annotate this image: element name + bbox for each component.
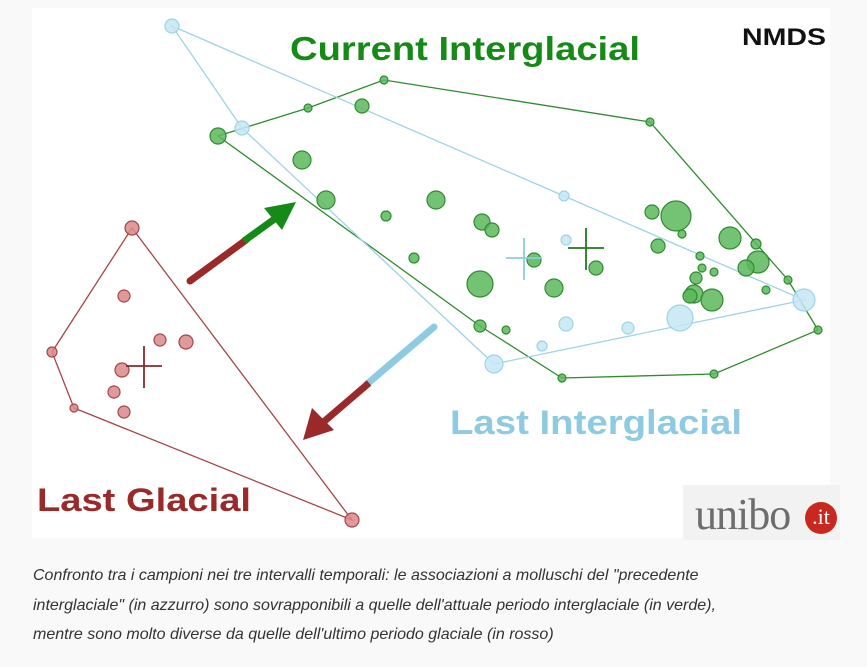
point-last-glacial [46,346,58,358]
arrow-head-icon [303,408,334,440]
logo-suffix: .it [805,502,837,534]
arrow-glacial-to-current-tail [186,236,250,285]
label-last-interglacial: Last Interglacial [450,404,742,442]
point-current-interglacial [292,150,312,170]
point-last-interglacial [558,316,574,332]
point-current-interglacial [750,238,762,250]
point-current-interglacial [303,103,313,113]
point-current-interglacial [354,98,370,114]
point-current-interglacial [709,267,719,277]
point-last-glacial [69,403,79,413]
point-current-interglacial [526,252,542,268]
point-last-interglacial [234,120,250,136]
point-last-glacial [153,333,167,347]
point-last-interglacial [484,354,504,374]
point-current-interglacial [761,285,771,295]
point-current-interglacial [466,270,494,298]
centroid-cross-last-glacial [126,346,162,388]
point-last-glacial [107,385,121,399]
point-current-interglacial [697,263,707,273]
point-last-glacial [124,220,140,236]
point-last-interglacial [558,190,570,202]
point-last-glacial [178,334,194,350]
point-current-interglacial [426,190,446,210]
point-current-interglacial [484,222,500,238]
centroid-cross-current-interglacial [568,228,604,270]
point-last-interglacial [560,234,572,246]
point-last-interglacial [792,288,816,312]
point-current-interglacial [689,271,703,285]
label-current-interglacial: Current Interglacial [290,30,640,67]
point-current-interglacial [316,190,336,210]
figure-caption: Confronto tra i campioni nei tre interva… [33,561,833,650]
point-current-interglacial [700,288,724,312]
logo-text: unibo [695,490,791,539]
point-current-interglacial [501,325,511,335]
point-last-interglacial [666,304,694,332]
unibo-logo: unibo .it [683,485,840,540]
point-current-interglacial [588,260,604,276]
arrow-interglacial-to-glacial-shaft [317,380,372,428]
point-current-interglacial [718,226,742,250]
caption-line: mentre sono molto diverse da quelle dell… [33,626,554,643]
point-last-glacial [117,289,131,303]
arrow-interglacial-to-glacial-tail [363,323,438,388]
point-current-interglacial [737,259,755,277]
point-last-interglacial [621,321,635,335]
point-current-interglacial [380,210,392,222]
point-current-interglacial [677,229,687,239]
label-last-glacial: Last Glacial [37,482,251,518]
point-current-interglacial [544,278,564,298]
point-last-glacial [117,405,131,419]
arrow-head-icon [264,202,296,230]
point-current-interglacial [645,117,655,127]
point-last-glacial [344,512,360,528]
point-current-interglacial [379,75,389,85]
point-last-interglacial [164,18,180,34]
point-current-interglacial [660,200,692,232]
point-current-interglacial [408,252,420,264]
point-current-interglacial [473,319,487,333]
point-current-interglacial [644,204,660,220]
point-current-interglacial [709,369,719,379]
nmds-plot: Current Interglacial NMDS Last Interglac… [37,18,826,528]
point-current-interglacial [783,275,793,285]
point-last-glacial [114,362,130,378]
label-nmds: NMDS [742,24,826,51]
centroid-cross-last-interglacial [506,238,542,280]
point-current-interglacial [209,127,227,145]
point-current-interglacial [557,373,567,383]
point-current-interglacial [650,238,666,254]
point-current-interglacial [682,288,698,304]
point-current-interglacial [695,251,705,261]
hull-last-interglacial [170,24,807,365]
point-current-interglacial [813,325,823,335]
point-last-interglacial [536,340,548,352]
caption-line: Confronto tra i campioni nei tre interva… [33,567,699,584]
caption-line: interglaciale" (in azzurro) sono sovrapp… [33,596,716,614]
